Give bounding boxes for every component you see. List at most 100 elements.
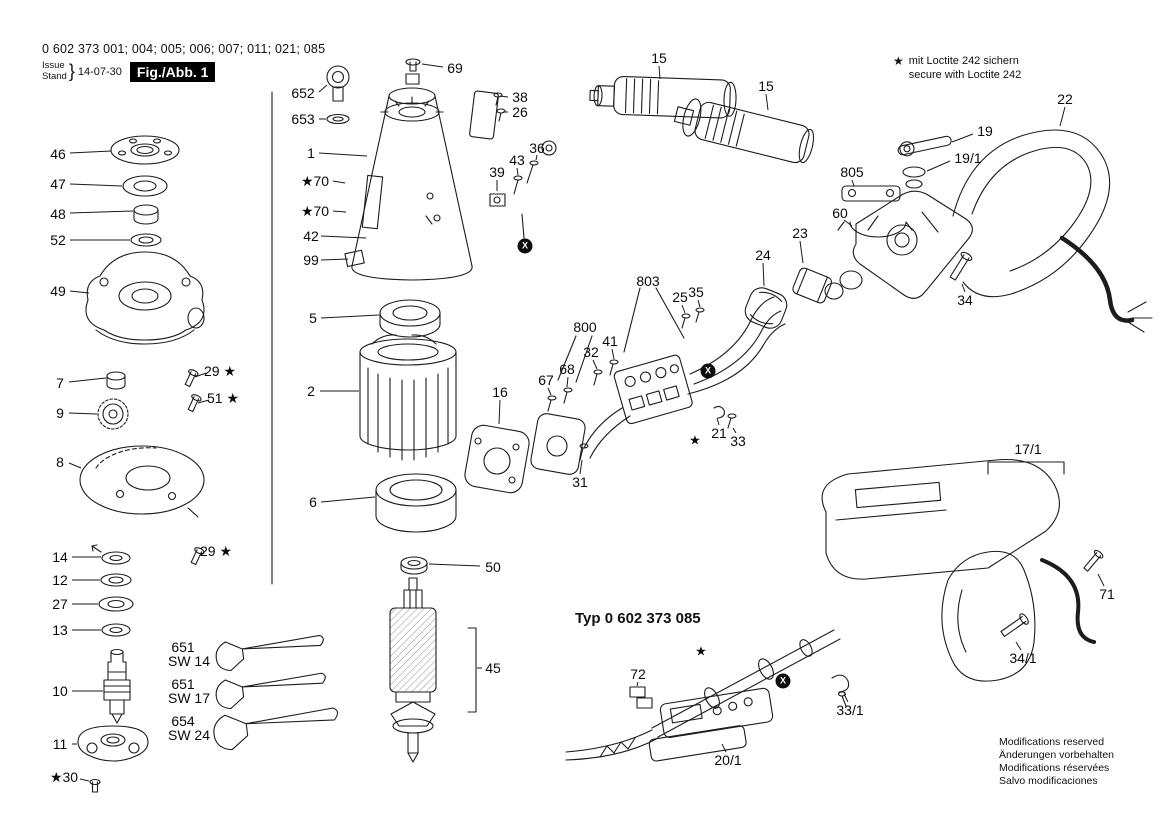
part-label-46: 46 <box>50 146 66 162</box>
part-label-23: 23 <box>792 225 808 241</box>
x-marker: X <box>517 238 533 254</box>
part-label-70: ★70 <box>300 203 330 219</box>
part-label-8: 8 <box>56 454 64 470</box>
part-label-12: 12 <box>52 572 68 588</box>
part-label-30: ★30 <box>49 769 79 785</box>
x-marker: X <box>775 673 791 689</box>
part-label-5: 5 <box>309 310 317 326</box>
part-label-6: 6 <box>309 494 317 510</box>
rear-handle-22 <box>952 129 1153 333</box>
part-label-10: 10 <box>52 683 68 699</box>
brace-glyph: } <box>68 61 75 81</box>
part-label-13: 13 <box>52 622 68 638</box>
part-label-26: 26 <box>512 104 528 120</box>
coupling-23-24 <box>744 267 833 329</box>
part-label-32: 32 <box>583 344 599 360</box>
spindle-part-10 <box>103 648 131 724</box>
issue-stand-labels: Issue Stand <box>42 60 67 82</box>
part-label-47: 47 <box>50 176 66 192</box>
part-label-29: 29 ★ <box>199 543 233 559</box>
side-handle-15b <box>673 98 815 164</box>
bracket-part-805-60 <box>837 185 913 238</box>
part-label-43: 43 <box>509 152 525 168</box>
part-label-24: 24 <box>755 247 771 263</box>
star-icon: ★ <box>893 54 904 68</box>
part-label-69: 69 <box>447 60 463 76</box>
part-label-99: 99 <box>303 252 319 268</box>
modifications-line: Salvo modificaciones <box>999 775 1098 788</box>
part-label-34-1: 34/1 <box>1009 650 1037 666</box>
bearing-plates-16 <box>464 413 589 494</box>
part-label-2: 2 <box>307 383 315 399</box>
part-label-33-1: 33/1 <box>836 702 864 718</box>
loctite-note: ★ mit Loctite 242 sichern secure with Lo… <box>893 54 1021 83</box>
switch-block-803 <box>583 287 786 459</box>
eye-bolt-652-653 <box>326 65 350 125</box>
part-label-36: 36 <box>529 140 545 156</box>
small-screws-cluster <box>547 307 737 429</box>
part-label-49: 49 <box>50 283 66 299</box>
stand-label: Stand <box>42 70 67 82</box>
star-marker: ★ <box>689 432 701 448</box>
part-label-72: 72 <box>630 666 646 682</box>
clamp-lever-19 <box>897 135 952 189</box>
part-label-651: 651 <box>171 639 195 655</box>
part-label-21: 21 <box>711 425 727 441</box>
modifications-note: Modifications reserved Änderungen vorbeh… <box>999 736 1114 789</box>
star-marker: ★ <box>695 643 707 659</box>
switch-module-20-1 <box>629 686 774 762</box>
part-label-41: 41 <box>602 333 618 349</box>
motor-housing-part-1 <box>344 73 473 281</box>
part-label-33: 33 <box>730 433 746 449</box>
washer-stack-14-12-27-13 <box>91 544 134 637</box>
part-label-sw-17: SW 17 <box>167 690 211 706</box>
part-label-50: 50 <box>485 559 501 575</box>
ring-part-6 <box>375 473 457 533</box>
part-label-60: 60 <box>832 205 848 221</box>
modifications-line: Änderungen vorbehalten <box>999 749 1115 762</box>
issue-row: Issue Stand } 14-07-30 Fig./Abb. 1 <box>42 60 325 82</box>
screw-part-34 <box>949 251 973 281</box>
part-label-1: 1 <box>307 145 315 161</box>
bearing-ring-part-5 <box>379 299 441 338</box>
part-label-71: 71 <box>1099 586 1115 602</box>
part-label-22: 22 <box>1057 91 1073 107</box>
part-label-651: 651 <box>171 676 195 692</box>
washer-part-52 <box>130 233 162 247</box>
part-label-35: 35 <box>688 284 704 300</box>
part-label-27: 27 <box>52 596 68 612</box>
stator-part-2 <box>359 334 457 461</box>
parts-39-43-36 <box>489 140 557 239</box>
side-handle-15a <box>589 75 737 119</box>
issue-date: 14-07-30 <box>77 65 122 78</box>
part-label-14: 14 <box>52 549 68 565</box>
part-label-20-1: 20/1 <box>714 752 742 768</box>
part-label-68: 68 <box>559 361 575 377</box>
part-label-654: 654 <box>171 713 195 729</box>
loctite-line-en: secure with Loctite 242 <box>908 69 1022 82</box>
pinion-parts-7-9 <box>97 371 129 430</box>
part-label-45: 45 <box>485 660 501 676</box>
spacer-part-48 <box>133 204 159 225</box>
part-label-800: 800 <box>573 319 597 335</box>
figure-label: Fig./Abb. 1 <box>129 61 216 82</box>
part-label-31: 31 <box>572 474 588 490</box>
terminal-plate-38-26 <box>469 90 506 140</box>
part-label-805: 805 <box>840 164 864 180</box>
gear-head-housing <box>824 190 973 300</box>
part-label-16: 16 <box>492 384 508 400</box>
modifications-line: Modifications reserved <box>999 736 1105 748</box>
part-label-67: 67 <box>538 372 554 388</box>
part-label-70: ★70 <box>300 173 330 189</box>
part-label-39: 39 <box>489 164 505 180</box>
part-label-51: 51 ★ <box>206 390 240 406</box>
part-label-19: 19 <box>977 123 993 139</box>
type-numbers: 0 602 373 001; 004; 005; 006; 007; 011; … <box>42 42 326 56</box>
loctite-text: mit Loctite 242 sichern secure with Loct… <box>909 54 1022 83</box>
screw-34-1 <box>1000 613 1029 637</box>
header: 0 602 373 001; 004; 005; 006; 007; 011; … <box>42 42 325 82</box>
modifications-line: Modifications réservées <box>999 762 1110 775</box>
